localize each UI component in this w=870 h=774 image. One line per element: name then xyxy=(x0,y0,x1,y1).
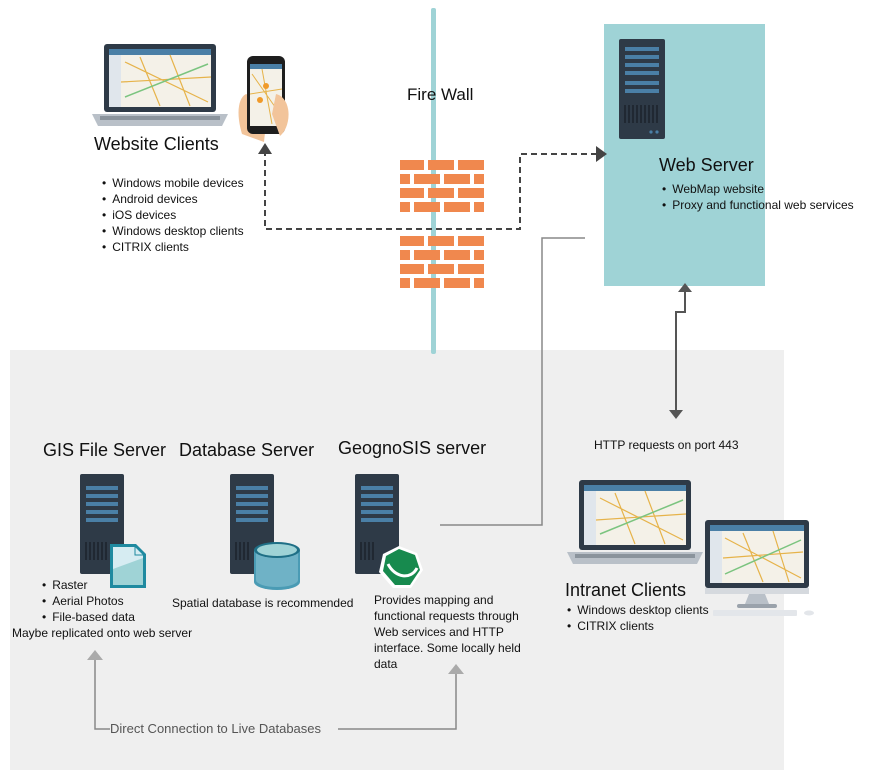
http-double-arrow xyxy=(675,292,686,412)
http-note: HTTP requests on port 443 xyxy=(594,438,739,452)
web-server-title: Web Server xyxy=(659,155,754,175)
file-server-icon xyxy=(80,474,146,588)
direct-connection-label: Direct Connection to Live Databases xyxy=(110,721,322,736)
database-server-title: Database Server xyxy=(179,440,315,460)
geognosis-server-title: GeognoSIS server xyxy=(338,438,487,458)
list-item: Android devices xyxy=(102,191,244,207)
laptop-icon xyxy=(92,44,228,126)
intranet-clients-title: Intranet Clients xyxy=(565,580,687,600)
list-item: Windows desktop clients xyxy=(567,602,708,618)
list-item: CITRIX clients xyxy=(567,618,709,634)
list-item: Windows desktop clients xyxy=(102,223,243,239)
website-clients-title: Website Clients xyxy=(94,134,219,154)
arrowhead-right-icon xyxy=(596,146,607,162)
direct-connection-line xyxy=(94,658,457,730)
gis-file-server-title: GIS File Server xyxy=(43,440,167,460)
geognosis-server-icon xyxy=(355,474,423,588)
list-item: Windows mobile devices xyxy=(102,175,243,191)
database-server-note: Spatial database is recommended xyxy=(172,596,354,610)
geognosis-server-description: Provides mapping and functional requests… xyxy=(374,593,521,671)
arrowhead-up-icon xyxy=(87,650,103,660)
arrowhead-up-icon xyxy=(448,664,464,674)
list-item: CITRIX clients xyxy=(102,239,244,255)
gis-file-server-note: Maybe replicated onto web server xyxy=(12,626,193,640)
intranet-clients-list: Windows desktop clients CITRIX clients xyxy=(567,602,709,634)
database-server-icon xyxy=(230,474,300,590)
web-server-icon xyxy=(619,39,665,139)
database-cylinder-icon xyxy=(254,542,300,590)
list-item: WebMap website xyxy=(662,181,854,197)
gis-file-server-list: Raster Aerial Photos File-based data xyxy=(42,577,135,625)
geognosis-webserver-line xyxy=(440,237,585,526)
geognosis-logo-icon xyxy=(379,546,423,588)
firewall-label: Fire Wall xyxy=(407,85,474,104)
list-item: Raster xyxy=(42,577,135,593)
dashed-connector xyxy=(264,150,598,230)
list-item: File-based data xyxy=(42,609,135,625)
smartphone-icon xyxy=(238,56,289,142)
desktop-monitor-icon xyxy=(705,520,814,616)
firewall-bricks-icon xyxy=(400,160,484,288)
arrowhead-up-icon xyxy=(258,143,272,154)
list-item: Aerial Photos xyxy=(42,593,135,609)
website-clients-list: Windows mobile devices Android devices i… xyxy=(102,175,244,255)
arrowhead-down-icon xyxy=(669,410,683,419)
list-item: Proxy and functional web services xyxy=(662,197,853,213)
web-server-list: WebMap website Proxy and functional web … xyxy=(662,181,854,213)
laptop-icon xyxy=(567,480,703,564)
list-item: iOS devices xyxy=(102,207,244,223)
arrowhead-up-icon xyxy=(678,283,692,292)
